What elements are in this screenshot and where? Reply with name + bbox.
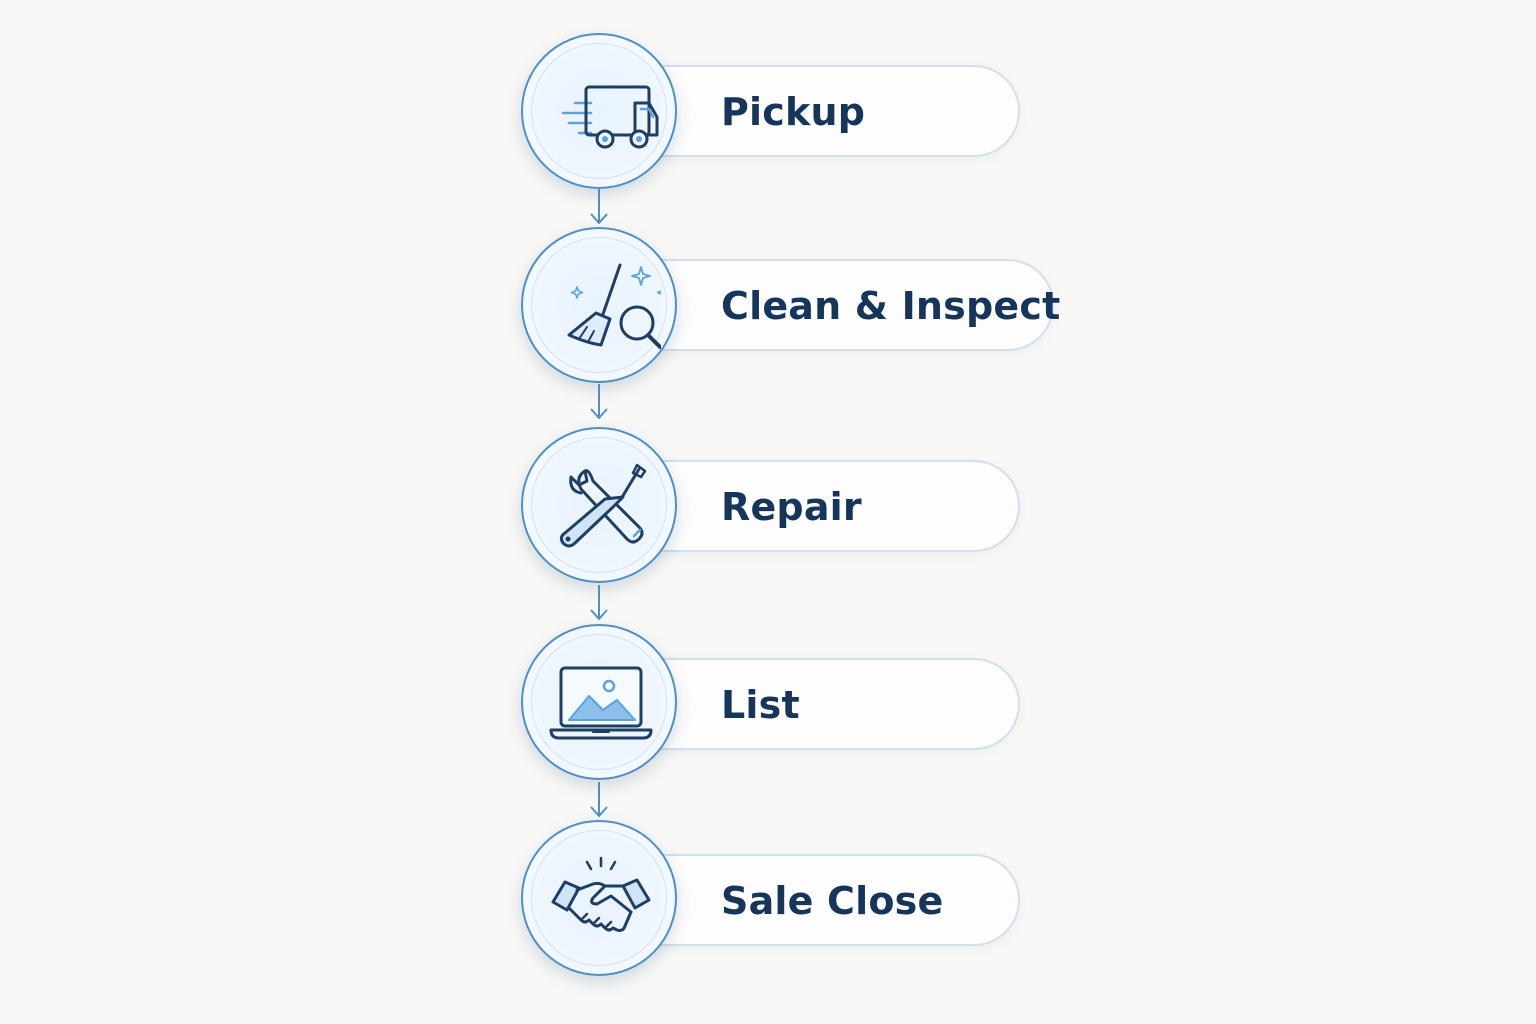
step-node-repair [521,427,677,583]
step-label-clean-inspect: Clean & Inspect [721,284,1061,328]
step-node-sale-close [521,820,677,976]
step-label-list: List [721,683,800,727]
laptop-image-icon [549,666,653,740]
wrench-screwdriver-icon [559,463,647,548]
connector-arrow-2 [590,384,608,419]
connector-arrow-4 [590,782,608,817]
step-label-pickup: Pickup [721,90,866,134]
broom-magnifier-icon [567,263,661,349]
step-label-repair: Repair [721,485,862,529]
handshake-icon [551,856,651,932]
connector-arrow-1 [590,189,608,224]
delivery-truck-icon [561,85,659,149]
connector-arrow-3 [590,585,608,620]
step-node-clean-inspect [521,227,677,383]
step-node-pickup [521,33,677,189]
step-label-sale-close: Sale Close [721,879,944,923]
step-node-list [521,624,677,780]
